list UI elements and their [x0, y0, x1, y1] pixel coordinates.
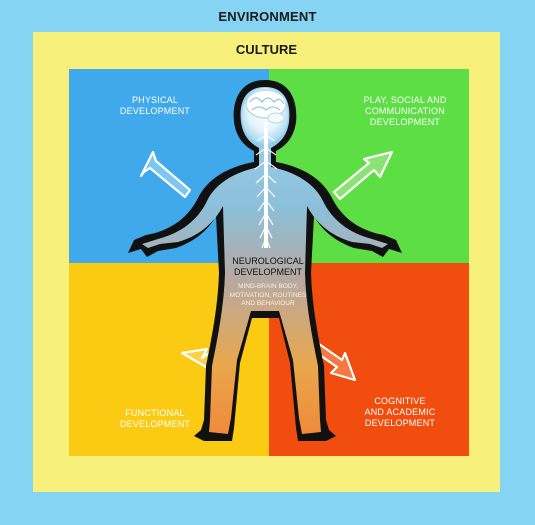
label-physical-development: PHYSICAL DEVELOPMENT — [119, 95, 191, 116]
brain-icon — [245, 89, 287, 124]
label-functional-development: FUNCTIONAL DEVELOPMENT — [119, 408, 191, 429]
culture-label: CULTURE — [235, 42, 298, 57]
environment-label: ENVIRONMENT — [218, 9, 317, 24]
spine-icon — [254, 122, 278, 249]
label-cognitive-academic: COGNITIVE AND ACADEMIC DEVELOPMENT — [364, 396, 436, 428]
neurological-development-subtitle: MIND-BRAIN BODY, MOTIVATION, ROUTINES AN… — [229, 283, 307, 307]
neurological-development-title: NEUROLOGICAL DEVELOPMENT — [232, 256, 304, 277]
label-play-social-communication: PLAY, SOCIAL AND COMMUNICATION DEVELOPME… — [363, 95, 447, 127]
